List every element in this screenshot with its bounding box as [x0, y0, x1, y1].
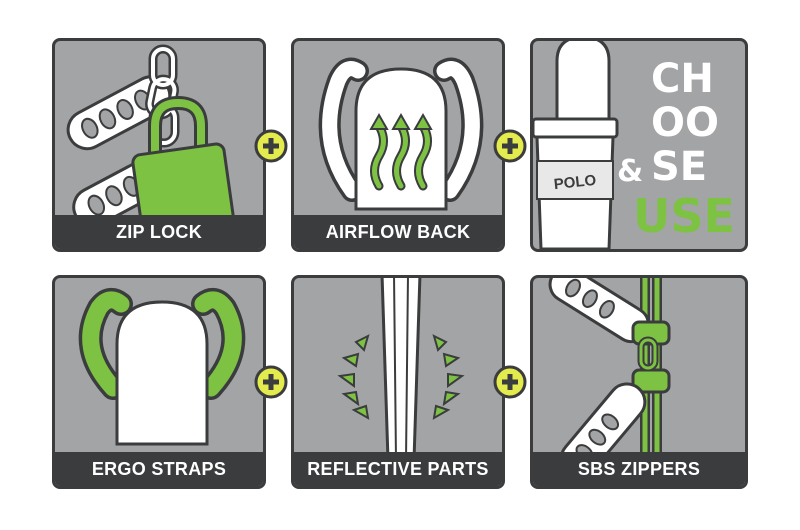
- bottle-illustration: [533, 41, 619, 249]
- airflow-back-illustration: [318, 57, 484, 211]
- plus-icon: [254, 129, 288, 163]
- choose-line-1: CH: [651, 56, 714, 102]
- zipper-pull-icon: [548, 278, 651, 344]
- choose-line-2: OO: [651, 100, 720, 146]
- reflection-rays: [337, 334, 465, 420]
- backpack-icon: [78, 287, 246, 446]
- tile-label: REFLECTIVE PARTS: [294, 452, 502, 486]
- choose-ampersand: &: [617, 154, 644, 189]
- choose-line-3: SE: [651, 144, 708, 190]
- tile-label: ERGO STRAPS: [55, 452, 263, 486]
- plus-icon: [493, 365, 527, 399]
- tile-zip-lock: ZIP LOCK: [52, 38, 266, 252]
- sbs-zippers-illustration: [548, 278, 671, 479]
- ergo-straps-illustration: [78, 287, 246, 446]
- plus-icon: [254, 365, 288, 399]
- tile-label: ZIP LOCK: [55, 215, 263, 249]
- reflective-parts-illustration: [337, 278, 465, 462]
- padlock-icon: [131, 95, 235, 236]
- tile-sbs-zippers: SBS ZIPPERS: [530, 275, 748, 489]
- tile-label: SBS ZIPPERS: [533, 452, 745, 486]
- tile-reflective-parts: REFLECTIVE PARTS: [291, 275, 505, 489]
- tile-choose-use: POLO CH OO & SE USE: [530, 38, 748, 252]
- reflective-strip-icon: [380, 278, 422, 462]
- bottle-icon: [533, 41, 619, 249]
- tile-airflow-back: AIRFLOW BACK: [291, 38, 505, 252]
- zip-lock-illustration: [66, 44, 235, 236]
- tile-label: AIRFLOW BACK: [294, 215, 502, 249]
- tile-ergo-straps: ERGO STRAPS: [52, 275, 266, 489]
- plus-icon: [493, 129, 527, 163]
- choose-line-4: USE: [633, 189, 735, 243]
